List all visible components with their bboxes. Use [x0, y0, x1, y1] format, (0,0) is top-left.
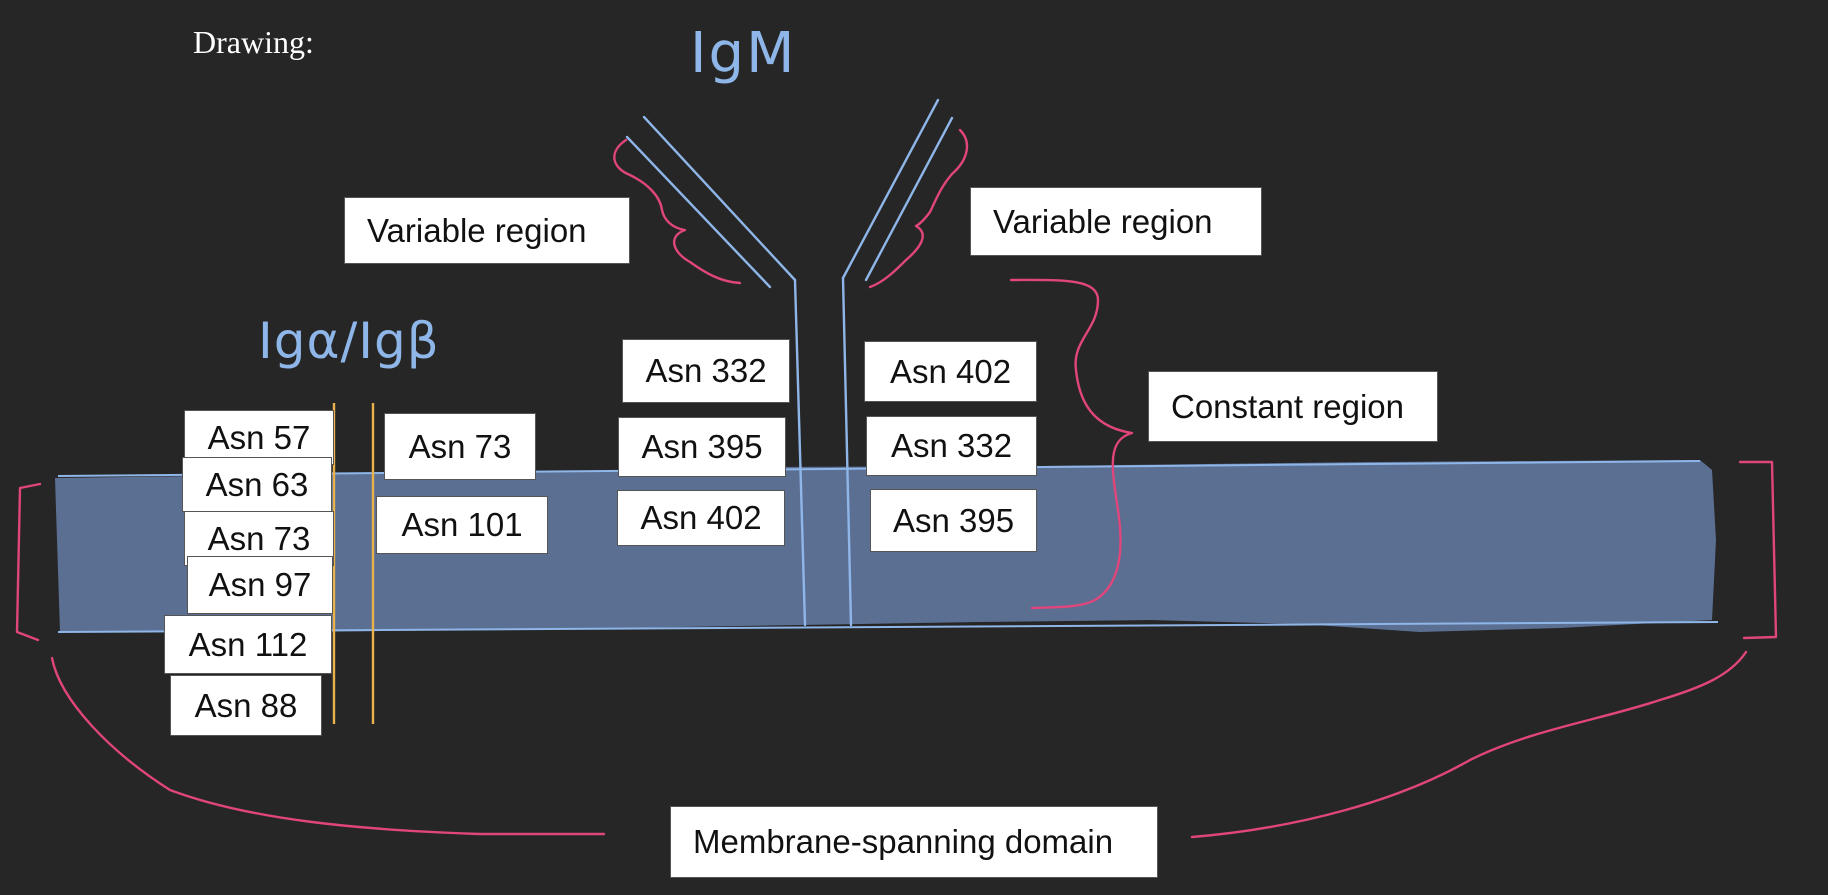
asn-site-box: Asn 112 [164, 615, 332, 674]
asn-site-label: Asn 402 [889, 352, 1012, 390]
asn-site-box: Asn 332 [622, 339, 790, 403]
variable-left-bracket [613, 138, 742, 285]
asn-site-label: Asn 57 [207, 418, 311, 456]
variable-region-right-box: Variable region [970, 187, 1262, 256]
asn-site-box: Asn 73 [384, 413, 536, 480]
asn-site-label: Asn 402 [640, 499, 762, 536]
variable-region-right-label: Variable region [993, 202, 1213, 240]
asn-site-box: Asn 97 [187, 556, 333, 614]
asn-site-label: Asn 332 [645, 352, 767, 389]
variable-right-bracket [868, 128, 969, 289]
asn-site-box: Asn 57 [184, 410, 334, 465]
asn-site-label: Asn 395 [892, 501, 1015, 539]
asn-site-box: Asn 101 [376, 496, 548, 554]
asn-site-label: Asn 73 [408, 427, 512, 465]
igm-label: IgM [690, 21, 797, 86]
asn-site-box: Asn 395 [870, 489, 1037, 552]
asn-site-label: Asn 97 [208, 566, 312, 603]
asn-site-box: Asn 63 [182, 457, 332, 512]
ig-alpha-beta-lines [332, 403, 375, 724]
asn-site-box: Asn 395 [618, 417, 786, 477]
asn-site-label: Asn 73 [207, 519, 311, 557]
variable-region-left-box: Variable region [344, 197, 630, 264]
constant-bracket [1009, 278, 1134, 610]
asn-site-box: Asn 88 [170, 675, 322, 736]
variable-region-left-label: Variable region [367, 211, 587, 249]
asn-site-label: Asn 332 [890, 427, 1013, 464]
membrane-spanning-domain-box: Membrane-spanning domain [670, 806, 1158, 878]
constant-region-label: Constant region [1171, 387, 1404, 425]
asn-site-box: Asn 402 [617, 490, 785, 546]
region-brackets [15, 128, 1778, 839]
constant-region-box: Constant region [1148, 371, 1438, 442]
igm-antibody [625, 98, 954, 627]
asn-site-box: Asn 332 [866, 416, 1037, 476]
membrane-span-bracket [50, 656, 606, 836]
asn-site-label: Asn 395 [641, 428, 763, 465]
asn-site-label: Asn 112 [188, 625, 308, 663]
asn-site-label: Asn 88 [194, 686, 298, 724]
asn-site-box: Asn 402 [864, 341, 1037, 402]
membrane-spanning-domain-label: Membrane-spanning domain [693, 823, 1114, 860]
asn-site-label: Asn 63 [205, 465, 309, 503]
drawing-heading: Drawing: [193, 24, 314, 60]
asn-site-label: Asn 101 [401, 506, 523, 543]
membrane-right-bracket [1738, 460, 1778, 640]
ig-alpha-beta-label: Igα/Igβ [258, 312, 440, 370]
membrane-left-bracket [15, 482, 42, 642]
membrane-span-bracket-right [1190, 650, 1748, 839]
